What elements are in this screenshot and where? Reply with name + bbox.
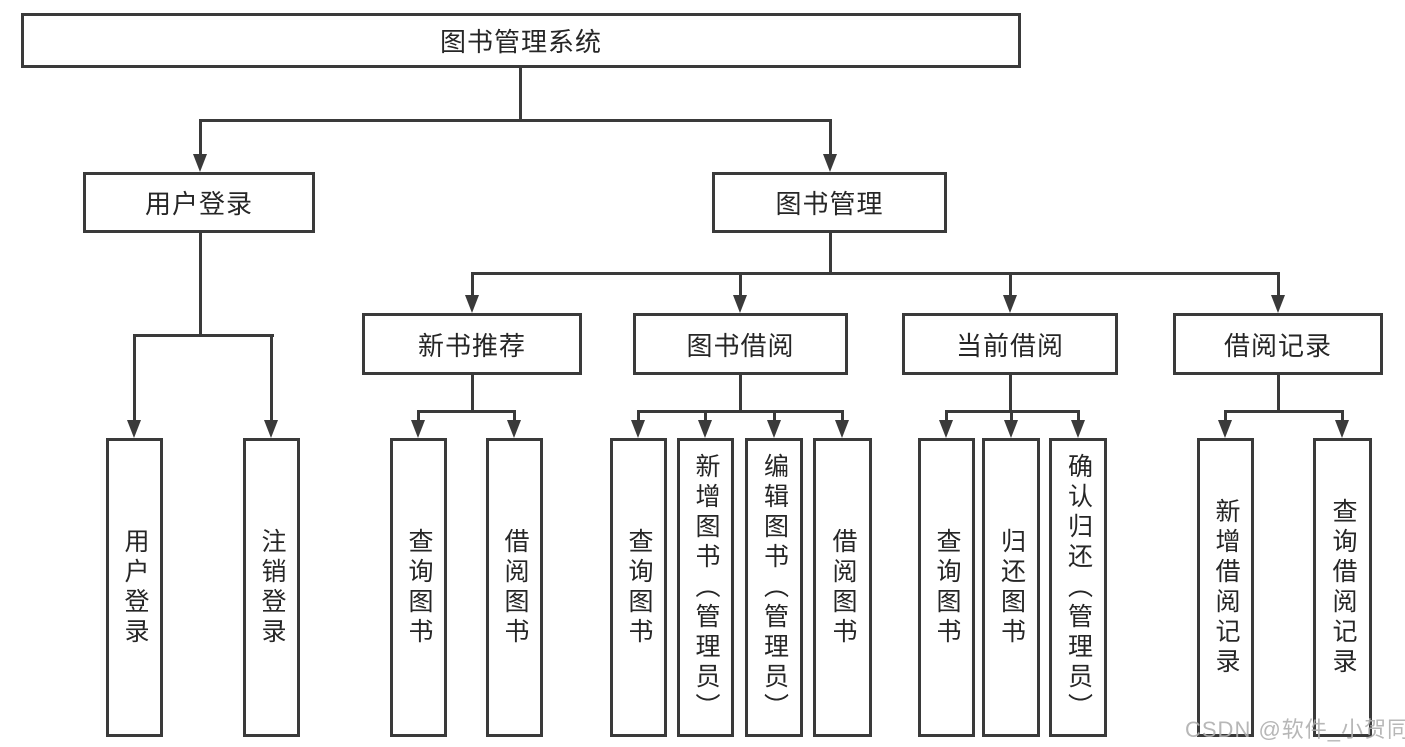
leaf-edit-book-admin: 编辑图书（管理员） bbox=[745, 438, 803, 737]
connector-line bbox=[519, 68, 522, 119]
leaf-borrow-books-borrowing: 借阅图书 bbox=[813, 438, 872, 737]
connector-line bbox=[739, 375, 742, 413]
connector-line bbox=[637, 410, 640, 424]
connector-line bbox=[471, 272, 1280, 275]
arrow-down-icon bbox=[1271, 295, 1285, 313]
arrow-down-icon bbox=[698, 420, 712, 438]
connector-line bbox=[199, 119, 202, 157]
connector-line bbox=[133, 334, 136, 422]
arrow-down-icon bbox=[733, 295, 747, 313]
arrow-down-icon bbox=[507, 420, 521, 438]
connector-line bbox=[1224, 410, 1344, 413]
leaf-return-book: 归还图书 bbox=[982, 438, 1040, 737]
node-user-login: 用户登录 bbox=[83, 172, 315, 233]
connector-line bbox=[945, 410, 948, 424]
connector-line bbox=[471, 272, 474, 298]
leaf-add-borrow-record: 新增借阅记录 bbox=[1197, 438, 1254, 737]
leaf-logout: 注销登录 bbox=[243, 438, 300, 737]
connector-line bbox=[829, 119, 832, 157]
connector-line bbox=[513, 410, 516, 424]
arrow-down-icon bbox=[823, 154, 837, 172]
leaf-add-book-admin: 新增图书（管理员） bbox=[677, 438, 734, 737]
connector-line bbox=[1277, 375, 1280, 413]
leaf-confirm-return-admin: 确认归还（管理员） bbox=[1049, 438, 1107, 737]
node-borrow-records: 借阅记录 bbox=[1173, 313, 1383, 375]
arrow-down-icon bbox=[767, 420, 781, 438]
node-root-library-system: 图书管理系统 bbox=[21, 13, 1021, 68]
connector-line bbox=[417, 410, 516, 413]
arrow-down-icon bbox=[264, 420, 278, 438]
connector-line bbox=[1077, 410, 1080, 424]
csdn-watermark: CSDN @软件_小贺同学 bbox=[1185, 717, 1405, 742]
arrow-down-icon bbox=[835, 420, 849, 438]
node-new-book-recommend: 新书推荐 bbox=[362, 313, 582, 375]
arrow-down-icon bbox=[1335, 420, 1349, 438]
arrow-down-icon bbox=[193, 154, 207, 172]
leaf-query-books-recommend: 查询图书 bbox=[390, 438, 447, 737]
connector-line bbox=[270, 334, 273, 422]
arrow-down-icon bbox=[127, 420, 141, 438]
arrow-down-icon bbox=[411, 420, 425, 438]
connector-line bbox=[1224, 410, 1227, 424]
leaf-user-login: 用户登录 bbox=[106, 438, 163, 737]
arrow-down-icon bbox=[1218, 420, 1232, 438]
connector-line bbox=[1010, 410, 1013, 424]
arrow-down-icon bbox=[1003, 295, 1017, 313]
connector-line bbox=[773, 410, 776, 424]
node-current-borrowing: 当前借阅 bbox=[902, 313, 1118, 375]
connector-line bbox=[704, 410, 707, 424]
connector-line bbox=[637, 410, 844, 413]
connector-line bbox=[829, 233, 832, 275]
leaf-query-borrow-record: 查询借阅记录 bbox=[1313, 438, 1372, 737]
leaf-query-books-borrowing: 查询图书 bbox=[610, 438, 667, 737]
connector-line bbox=[841, 410, 844, 424]
connector-line bbox=[133, 334, 274, 337]
connector-line bbox=[199, 233, 202, 337]
connector-line bbox=[1009, 375, 1012, 413]
connector-line bbox=[1009, 272, 1012, 298]
connector-line bbox=[417, 410, 420, 424]
arrow-down-icon bbox=[631, 420, 645, 438]
node-book-borrowing: 图书借阅 bbox=[633, 313, 848, 375]
node-book-management: 图书管理 bbox=[712, 172, 947, 233]
arrow-down-icon bbox=[939, 420, 953, 438]
connector-line bbox=[199, 119, 832, 122]
arrow-down-icon bbox=[465, 295, 479, 313]
connector-line bbox=[1277, 272, 1280, 298]
leaf-query-books-current: 查询图书 bbox=[918, 438, 975, 737]
arrow-down-icon bbox=[1004, 420, 1018, 438]
connector-line bbox=[739, 272, 742, 298]
connector-line bbox=[1341, 410, 1344, 424]
connector-line bbox=[471, 375, 474, 413]
leaf-borrow-books-recommend: 借阅图书 bbox=[486, 438, 543, 737]
arrow-down-icon bbox=[1071, 420, 1085, 438]
